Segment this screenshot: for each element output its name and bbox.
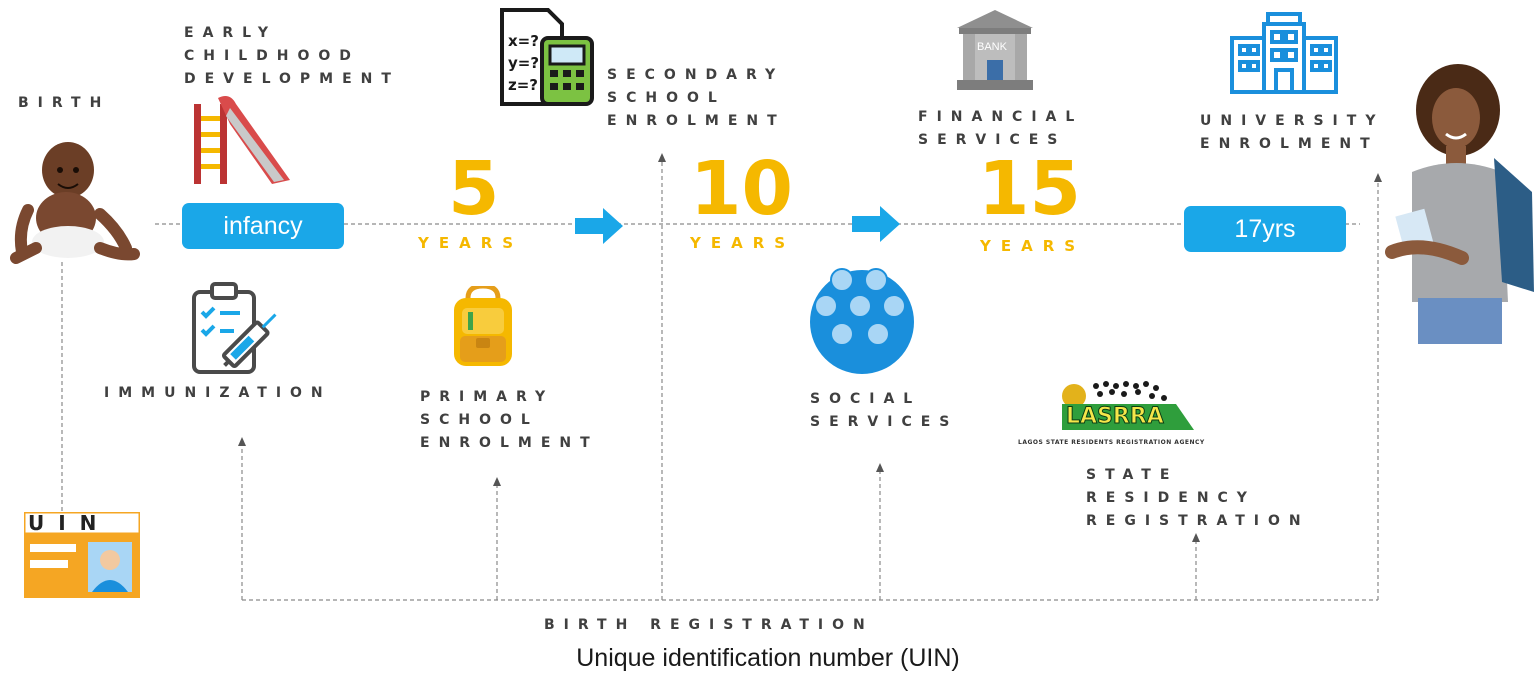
lasrra-full-name: LAGOS STATE RESIDENTS REGISTRATION AGENC… — [1018, 439, 1205, 446]
lasrra-logo: LASRRA LAGOS STATE RESIDENTS REGISTRATIO… — [1016, 374, 1246, 452]
lasrra-logo-text: LASRRA — [1066, 404, 1165, 430]
age-17-pill: 17yrs — [1184, 206, 1346, 252]
uin-card-icon: UIN — [24, 511, 140, 598]
birth-label: BIRTH — [18, 95, 111, 111]
age-5-number: 5 — [448, 146, 500, 232]
bank-icon-text: BANK — [977, 41, 1007, 53]
svg-text:x=?: x=? — [508, 32, 539, 50]
backpack-icon — [448, 286, 518, 368]
uin-caption: Unique identification number (UIN) — [576, 644, 960, 672]
svg-text:y=?: y=? — [508, 54, 539, 72]
immunization-label: IMMUNIZATION — [104, 385, 332, 401]
baby-image — [8, 130, 140, 265]
uin-card-text: UIN — [28, 511, 111, 535]
arrow-right-icon — [852, 206, 900, 242]
bank-icon: BANK — [955, 8, 1035, 92]
clipboard-syringe-icon — [190, 282, 282, 376]
student-image — [1382, 62, 1536, 344]
age-5-years-label: YEARS — [418, 234, 524, 252]
age-10-number: 10 — [690, 146, 793, 232]
university-building-icon — [1228, 10, 1340, 94]
calculator-worksheet-icon: x=? y=? z=? — [498, 8, 596, 108]
infancy-pill: infancy — [182, 203, 344, 249]
playground-slide-icon — [190, 94, 296, 186]
svg-text:z=?: z=? — [508, 76, 538, 94]
birth-registration-label: BIRTH REGISTRATION — [544, 617, 874, 633]
age-15-number: 15 — [978, 146, 1081, 232]
age-10-years-label: YEARS — [690, 234, 796, 252]
age-15-years-label: YEARS — [980, 237, 1086, 255]
arrow-right-icon — [575, 208, 623, 244]
people-group-icon — [806, 266, 918, 374]
